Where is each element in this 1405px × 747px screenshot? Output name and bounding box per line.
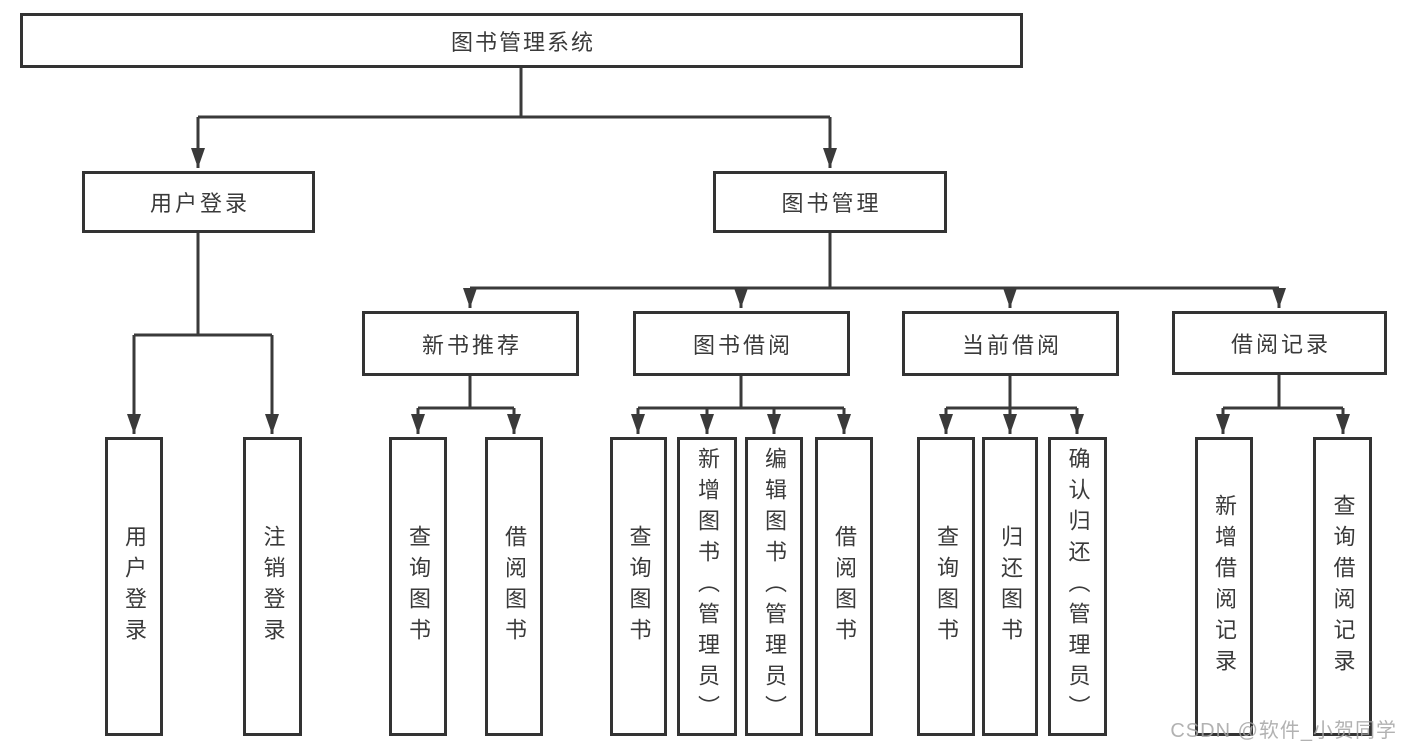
leaf-records-query-record: 查询借阅记录 xyxy=(1313,437,1372,736)
node-book-borrow-label: 图书借阅 xyxy=(692,332,793,358)
leaf-borrow-edit-books-admin: 编辑图书（管理员） xyxy=(745,437,803,736)
leaf-current-return-books: 归还图书 xyxy=(982,437,1038,736)
node-root-label: 图书管理系统 xyxy=(450,29,595,55)
leaf-borrow-borrow-books-label: 借阅图书 xyxy=(832,524,857,649)
leaf-records-add-record: 新增借阅记录 xyxy=(1195,437,1253,736)
node-new-book-recommend: 新书推荐 xyxy=(362,311,579,376)
leaf-user-login: 用户登录 xyxy=(105,437,163,736)
node-book-borrow: 图书借阅 xyxy=(633,311,850,376)
leaf-current-confirm-return-admin-label: 确认归还（管理员） xyxy=(1065,447,1091,726)
node-user-login-label: 用户登录 xyxy=(149,191,250,216)
leaf-recommend-borrow-books-label: 借阅图书 xyxy=(502,524,527,649)
leaf-records-query-record-label: 查询借阅记录 xyxy=(1330,493,1356,680)
leaf-recommend-query-books-label: 查询图书 xyxy=(406,524,431,649)
node-book-management: 图书管理 xyxy=(713,171,947,233)
node-new-book-recommend-label: 新书推荐 xyxy=(421,332,522,358)
leaf-current-confirm-return-admin: 确认归还（管理员） xyxy=(1048,437,1107,736)
leaf-current-query-books-label: 查询图书 xyxy=(934,524,959,649)
leaf-logout: 注销登录 xyxy=(243,437,302,736)
node-borrow-records: 借阅记录 xyxy=(1172,311,1387,375)
leaf-records-add-record-label: 新增借阅记录 xyxy=(1212,493,1237,680)
leaf-borrow-add-books-admin-label: 新增图书（管理员） xyxy=(695,447,720,726)
node-current-borrow: 当前借阅 xyxy=(902,311,1119,376)
leaf-borrow-add-books-admin: 新增图书（管理员） xyxy=(677,437,737,736)
leaf-borrow-borrow-books: 借阅图书 xyxy=(815,437,873,736)
node-user-login: 用户登录 xyxy=(82,171,315,233)
node-root: 图书管理系统 xyxy=(20,13,1023,68)
leaf-borrow-edit-books-admin-label: 编辑图书（管理员） xyxy=(762,447,787,726)
leaf-current-return-books-label: 归还图书 xyxy=(998,524,1023,649)
csdn-watermark: CSDN @软件_小贺同学 xyxy=(1170,720,1397,742)
leaf-current-query-books: 查询图书 xyxy=(917,437,975,736)
leaf-recommend-borrow-books: 借阅图书 xyxy=(485,437,543,736)
node-borrow-records-label: 借阅记录 xyxy=(1230,332,1331,357)
leaf-logout-label: 注销登录 xyxy=(260,524,286,649)
node-book-management-label: 图书管理 xyxy=(781,191,882,216)
leaf-borrow-query-books: 查询图书 xyxy=(610,437,667,736)
leaf-borrow-query-books-label: 查询图书 xyxy=(626,524,652,649)
leaf-user-login-label: 用户登录 xyxy=(122,524,147,649)
leaf-recommend-query-books: 查询图书 xyxy=(389,437,447,736)
node-current-borrow-label: 当前借阅 xyxy=(961,332,1062,358)
